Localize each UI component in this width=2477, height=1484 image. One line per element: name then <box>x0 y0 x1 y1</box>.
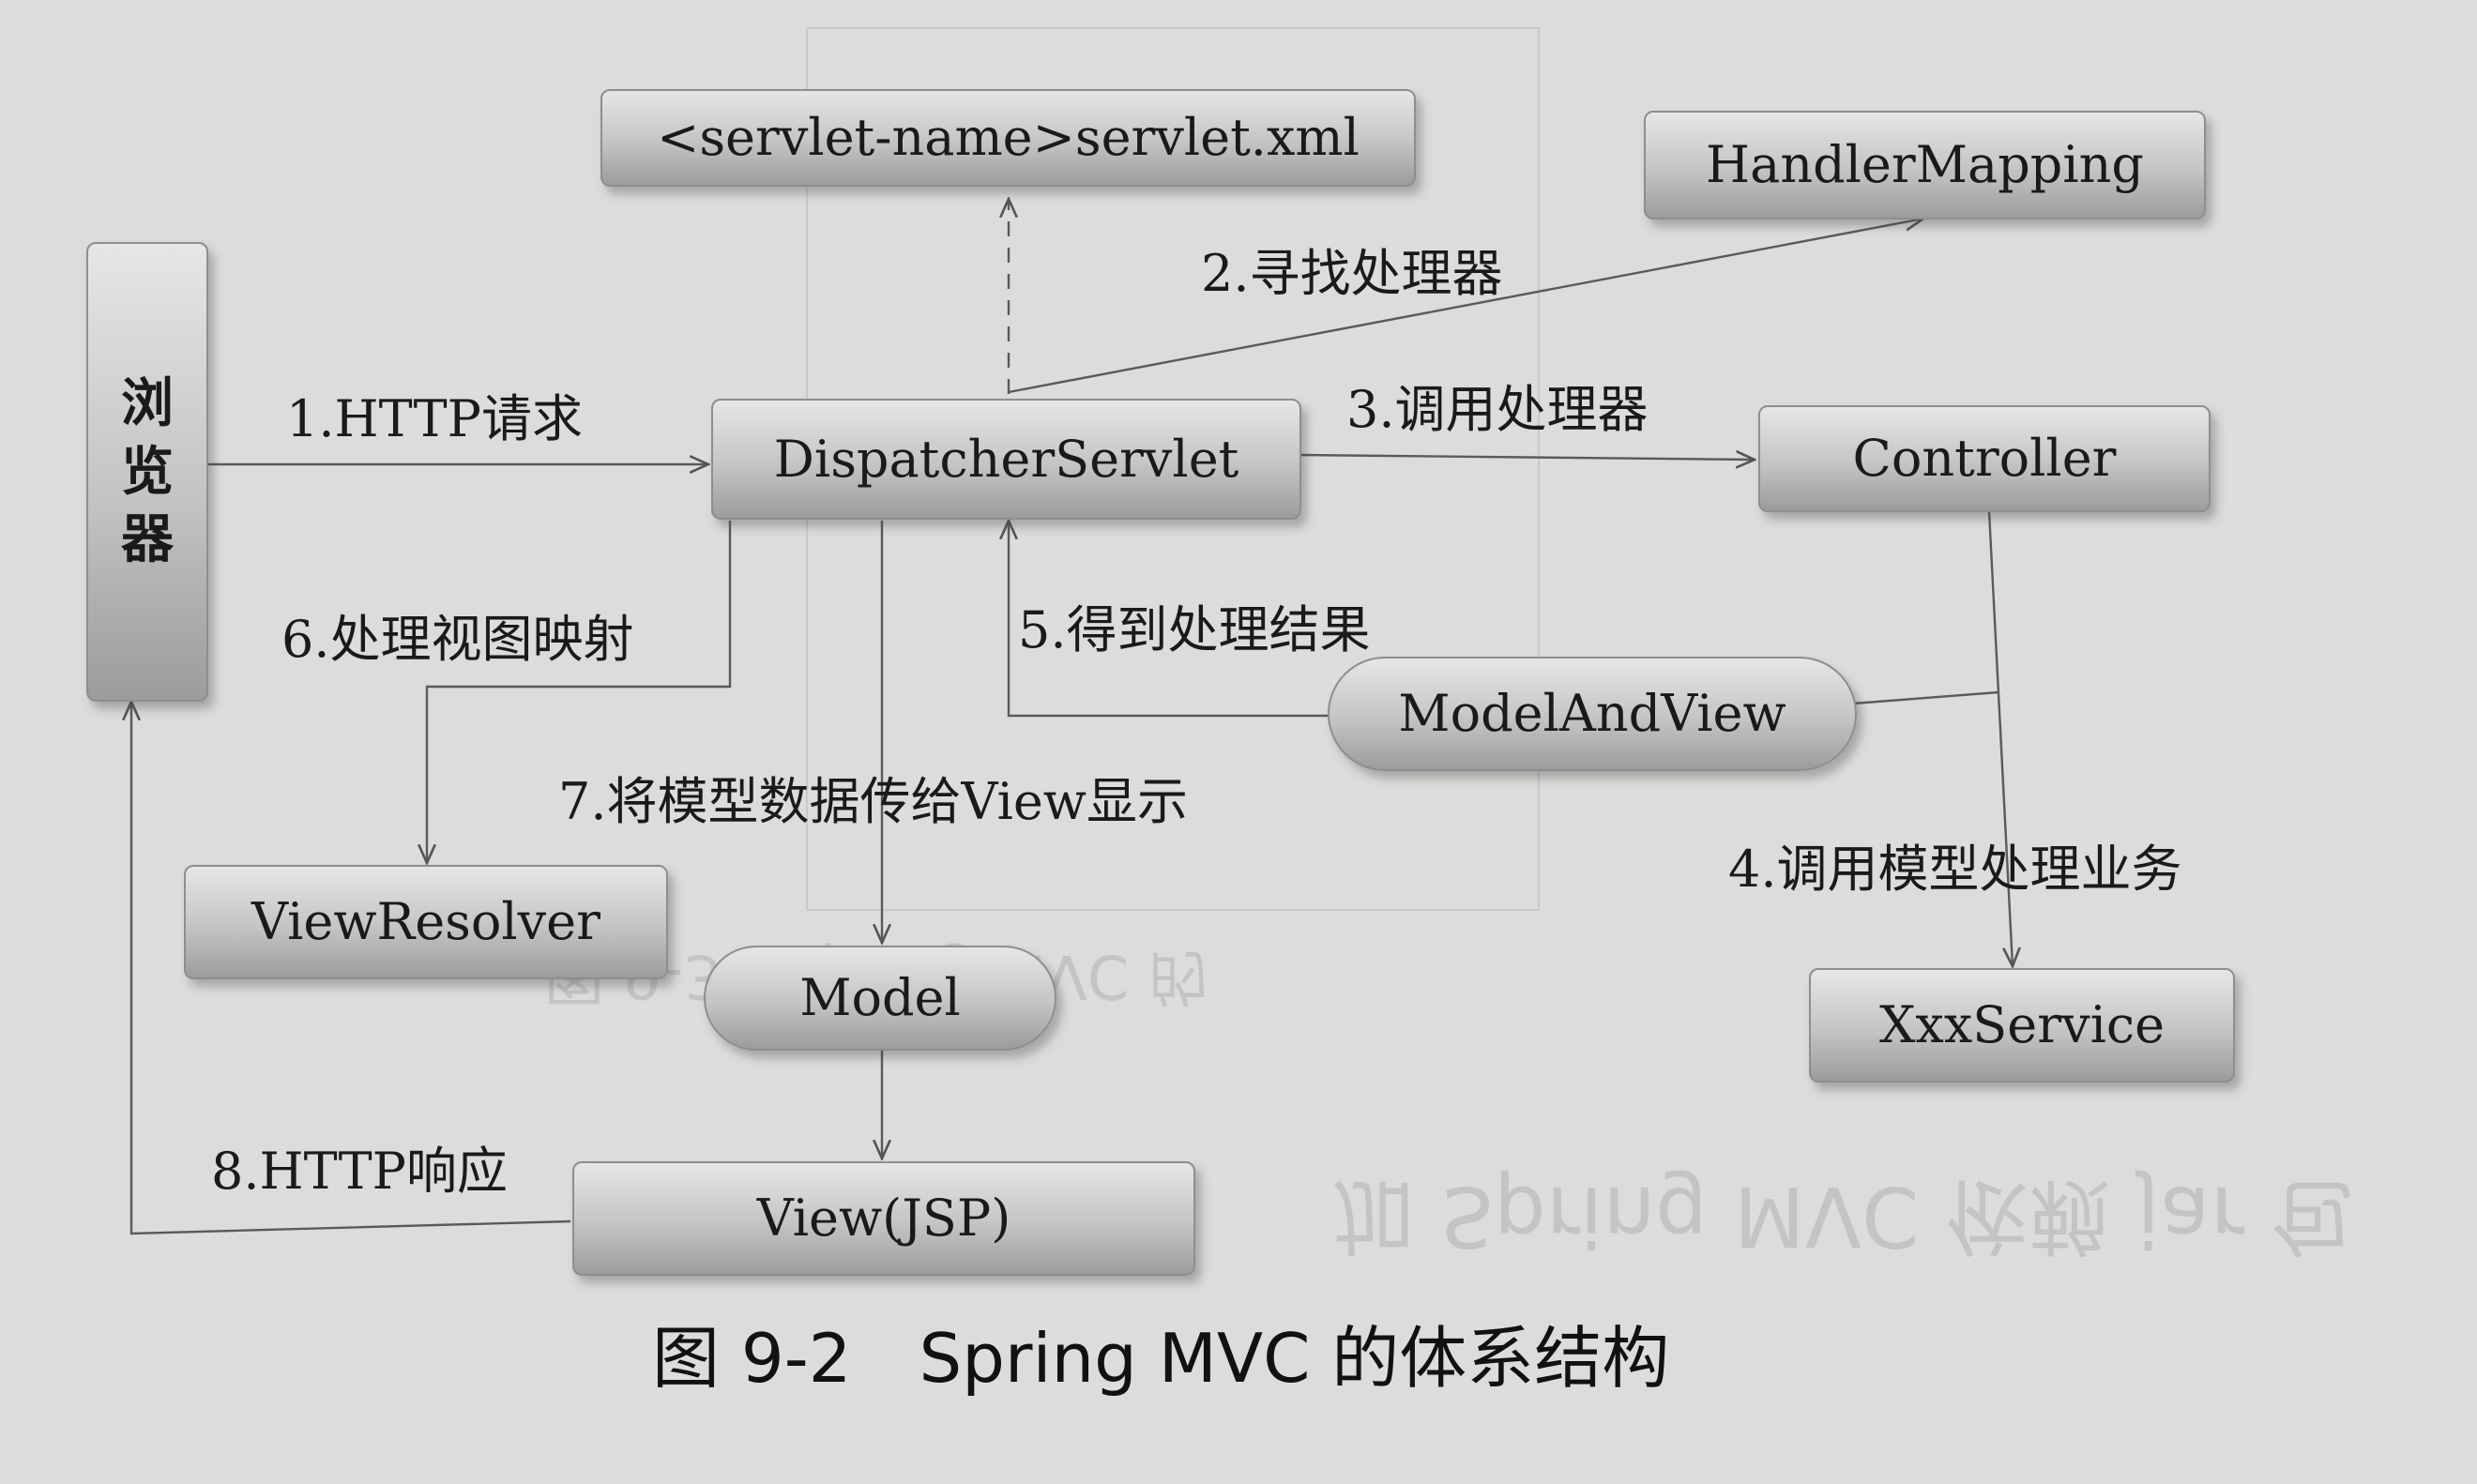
figure-caption: 图 9-2 Spring MVC 的体系结构 <box>652 1319 1670 1398</box>
edge-step4 <box>1987 510 2013 966</box>
model-label: Model <box>799 968 961 1027</box>
controller-label: Controller <box>1852 429 2117 488</box>
browser-box: 浏 览 器 <box>86 242 208 702</box>
step5-label: 5.得到处理结果 <box>1018 600 1371 659</box>
model-and-view-node: ModelAndView <box>1328 657 1857 771</box>
browser-label-char-2: 览 <box>121 440 174 503</box>
edge-step6 <box>427 521 732 863</box>
edge-step5 <box>1009 521 1328 718</box>
model-node: Model <box>704 946 1056 1051</box>
servlet-xml-label: <servlet-name>servlet.xml <box>657 108 1360 167</box>
edge-mav-tie <box>1852 690 1999 705</box>
step6-label: 6.处理视图映射 <box>281 610 634 669</box>
step4-label: 4.调用模型处理业务 <box>1728 840 2182 899</box>
dispatcher-servlet-label: DispatcherServlet <box>773 429 1239 489</box>
edge-step2 <box>1008 219 1923 394</box>
servlet-xml-box: <servlet-name>servlet.xml <box>600 89 1416 187</box>
xxx-service-label: XxxService <box>1878 995 2165 1054</box>
dispatcher-servlet-box: DispatcherServlet <box>711 399 1301 520</box>
model-and-view-label: ModelAndView <box>1398 684 1786 743</box>
step7-label: 7.将模型数据传给View显示 <box>558 772 1189 831</box>
step2-label: 2.寻找处理器 <box>1201 244 1503 303</box>
browser-label-char-1: 浏 <box>121 371 174 434</box>
handler-mapping-label: HandlerMapping <box>1706 135 2144 194</box>
step8-label: 8.HTTP响应 <box>211 1142 508 1201</box>
edge-step8 <box>131 702 571 1235</box>
controller-box: Controller <box>1758 405 2211 512</box>
view-jsp-label: View(JSP) <box>756 1189 1011 1248</box>
edge-step3 <box>1299 455 1755 460</box>
view-resolver-label: ViewResolver <box>251 892 600 951</box>
step1-label: 1.HTTP请求 <box>286 389 583 448</box>
handler-mapping-box: HandlerMapping <box>1644 111 2206 220</box>
view-jsp-box: View(JSP) <box>572 1161 1195 1276</box>
view-resolver-box: ViewResolver <box>184 865 668 979</box>
xxx-service-box: XxxService <box>1809 968 2235 1083</box>
browser-label-char-3: 器 <box>121 508 174 571</box>
step3-label: 3.调用处理器 <box>1346 380 1649 439</box>
